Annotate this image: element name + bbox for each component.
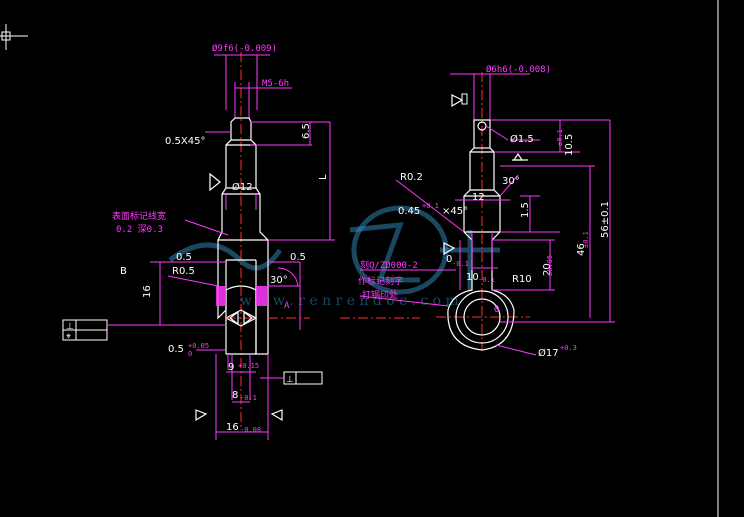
- frame-symbol-perp-bottom: ⊥: [286, 375, 294, 385]
- note-line-2: 0.2 深0.3: [116, 224, 163, 235]
- dim-20: 20: [542, 263, 553, 276]
- dim-dia-17-tol: +0.3: [560, 344, 577, 352]
- dim-10-5-tol: ±0.1: [556, 129, 564, 146]
- dim-chamfer-right: 0.45: [398, 206, 420, 217]
- svg-text:w w w . r e n r e n d o c . c: w w w . r e n r e n d o c . c o m: [240, 293, 459, 309]
- dim-9: 9: [228, 362, 234, 373]
- dim-0-right: 0: [446, 254, 452, 265]
- tolerance-frame-left: [62, 319, 150, 341]
- dim-dia-1-5: Ø1.5: [510, 133, 534, 145]
- tolerance-frame-bottom: [260, 371, 323, 385]
- frame-symbol-position: ⌖: [66, 332, 71, 342]
- right-view-dimensions: Ø6h6(-0.008) Ø1.5 10.5 ±0.1 56±0.1 46 ±0…: [358, 64, 611, 359]
- dim-tol-a-lower: 0: [188, 350, 192, 358]
- note-mark-2: 作标记刻字: [358, 275, 403, 287]
- dim-0-5-c: 0.5: [290, 252, 306, 263]
- dim-L: L: [318, 174, 329, 180]
- left-view-dimensions: Ø9f6(-0.009) M5-6h 0.5X45° 6.5 L Ø12 表面标…: [66, 43, 329, 434]
- note-mark-1: 刻Q/ZD000-2: [360, 259, 418, 271]
- dim-dia-top: Ø9f6(-0.009): [212, 43, 277, 54]
- surface-finish-icon: [451, 94, 464, 108]
- dim-r-0-5: R0.5: [172, 266, 195, 277]
- eye-hole: [463, 298, 501, 336]
- dim-dia-17: Ø17: [538, 347, 559, 359]
- datum-flag-A: A: [284, 301, 290, 311]
- dim-angle-30: 30°: [270, 275, 288, 286]
- dim-chamfer: 0.5X45°: [165, 136, 205, 147]
- dim-r-0-2: R0.2: [400, 172, 423, 183]
- dim-chamfer-tol: +0.1: [422, 202, 439, 210]
- note-mark-3: 打钢印处: [362, 289, 398, 301]
- frame-symbol-perp: ⊥: [66, 322, 74, 332]
- ring-label: 0: [494, 305, 499, 315]
- left-part-outline: [217, 117, 269, 355]
- dim-16-vertical: 16: [142, 285, 153, 298]
- surface-finish-icon: [270, 409, 283, 422]
- dim-r-10: R10: [512, 274, 532, 285]
- dim-46: 46: [576, 243, 587, 256]
- section-hatch-right: [256, 286, 268, 306]
- dim-0-tol: -0.1: [452, 260, 469, 268]
- dim-dia-top-right: Ø6h6(-0.008): [486, 64, 551, 75]
- dim-dia-12: Ø12: [232, 181, 253, 193]
- dim-9-tol: +0.15: [238, 362, 259, 370]
- surface-finish-icon: [443, 242, 456, 256]
- dim-thread: M5-6h: [262, 79, 289, 89]
- dim-chamfer-suffix: ×45°: [442, 206, 468, 217]
- dim-6-5: 6.5: [301, 123, 312, 139]
- dim-10-right: 10: [466, 272, 479, 283]
- dim-tol-a-upper: +0.05: [188, 342, 209, 350]
- left-view: [62, 52, 335, 440]
- dim-46-tol: ±0.1: [582, 231, 590, 248]
- dim-0-5-a: 0.5: [176, 252, 192, 263]
- section-hatch-left: [216, 286, 226, 306]
- dim-20-tol: ±0.05: [546, 255, 554, 276]
- dim-8-tol: -0.1: [240, 394, 257, 402]
- right-view: [340, 72, 615, 356]
- dim-10-5: 10.5: [564, 134, 575, 156]
- surface-finish-icon: [195, 409, 208, 422]
- dim-tol-a: 0.5: [168, 344, 184, 355]
- dim-10-tol: -0.1: [478, 276, 495, 284]
- note-line-1: 表面标记线宽: [112, 210, 166, 222]
- dim-angle-30-right: 30°: [502, 176, 520, 187]
- dim-56: 56±0.1: [600, 201, 611, 238]
- dim-1-5-right: 1.5: [520, 202, 531, 218]
- dim-16-bottom: 16: [226, 422, 239, 433]
- surface-finish-icon: [209, 172, 221, 192]
- label-B: B: [120, 266, 127, 277]
- crosshair-cursor-icon: [0, 24, 28, 50]
- dim-16-tol: -0.08: [240, 426, 261, 434]
- dim-8: 8: [232, 390, 238, 401]
- dim-12-right: 12: [472, 192, 485, 203]
